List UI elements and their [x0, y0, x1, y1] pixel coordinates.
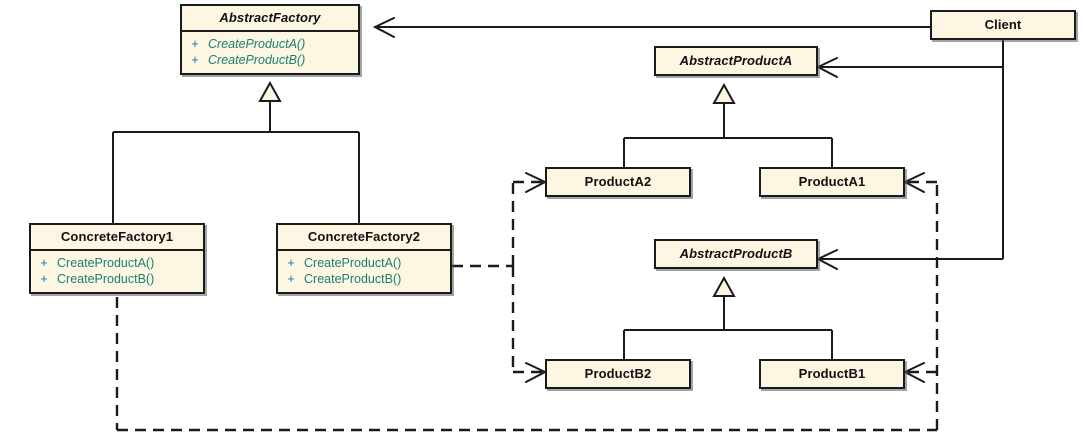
member-visibility: +: [40, 272, 48, 286]
member-signature: CreateProductA(): [57, 256, 155, 270]
generalization-productbs-to-abstractproductb: [623, 275, 833, 359]
class-box-client[interactable]: Client: [930, 10, 1076, 40]
class-compartment-divider: [182, 30, 358, 32]
member-row: + CreateProductA(): [278, 255, 450, 271]
class-title-product-b2: ProductB2: [584, 366, 652, 381]
member-visibility: +: [287, 272, 295, 286]
class-title-concrete-factory-1: ConcreteFactory1: [60, 229, 174, 244]
member-signature: CreateProductB(): [208, 53, 306, 67]
member-signature: CreateProductA(): [208, 37, 306, 51]
dependency-concretefactory1-to-products1: [115, 172, 939, 432]
class-title-abstract-product-a: AbstractProductA: [679, 53, 793, 68]
class-box-product-b1[interactable]: ProductB1: [759, 359, 905, 389]
member-signature: CreateProductB(): [57, 272, 155, 286]
class-title-client: Client: [984, 17, 1022, 32]
class-members-concrete-factory-2: + CreateProductA() + CreateProductB(): [278, 251, 450, 292]
member-row: + CreateProductB(): [31, 271, 203, 287]
class-box-product-a1[interactable]: ProductA1: [759, 167, 905, 197]
class-title-abstract-factory: AbstractFactory: [219, 10, 321, 25]
class-box-abstract-product-a[interactable]: AbstractProductA: [654, 46, 818, 76]
association-client-to-abstractfactory: [372, 17, 930, 38]
class-title-abstract-product-b: AbstractProductB: [679, 246, 793, 261]
member-signature: CreateProductA(): [304, 256, 402, 270]
member-row: + CreateProductB(): [278, 271, 450, 287]
association-client-to-abstractproductb: [815, 67, 1004, 270]
class-box-concrete-factory-1[interactable]: ConcreteFactory1 + CreateProductA() + Cr…: [29, 223, 205, 294]
class-box-abstract-product-b[interactable]: AbstractProductB: [654, 239, 818, 269]
generalization-concretefactories-to-abstractfactory: [112, 80, 360, 223]
class-title-product-a2: ProductA2: [584, 174, 652, 189]
class-title-product-b1: ProductB1: [798, 366, 866, 381]
member-visibility: +: [191, 53, 199, 67]
class-box-product-b2[interactable]: ProductB2: [545, 359, 691, 389]
class-box-product-a2[interactable]: ProductA2: [545, 167, 691, 197]
class-members-abstract-factory: + CreateProductA() + CreateProductB(): [182, 32, 358, 73]
member-visibility: +: [191, 37, 199, 51]
member-visibility: +: [40, 256, 48, 270]
member-row: + CreateProductB(): [182, 52, 358, 68]
generalization-productas-to-abstractproducta: [623, 82, 833, 167]
class-box-abstract-factory[interactable]: AbstractFactory + CreateProductA() + Cre…: [180, 4, 360, 75]
member-visibility: +: [287, 256, 295, 270]
member-row: + CreateProductA(): [182, 36, 358, 52]
class-title-concrete-factory-2: ConcreteFactory2: [307, 229, 421, 244]
dependency-concretefactory2-to-products2: [452, 172, 548, 383]
member-signature: CreateProductB(): [304, 272, 402, 286]
class-box-concrete-factory-2[interactable]: ConcreteFactory2 + CreateProductA() + Cr…: [276, 223, 452, 294]
member-row: + CreateProductA(): [31, 255, 203, 271]
class-compartment-divider: [31, 249, 203, 251]
class-compartment-divider: [278, 249, 450, 251]
class-members-concrete-factory-1: + CreateProductA() + CreateProductB(): [31, 251, 203, 292]
class-title-product-a1: ProductA1: [798, 174, 866, 189]
